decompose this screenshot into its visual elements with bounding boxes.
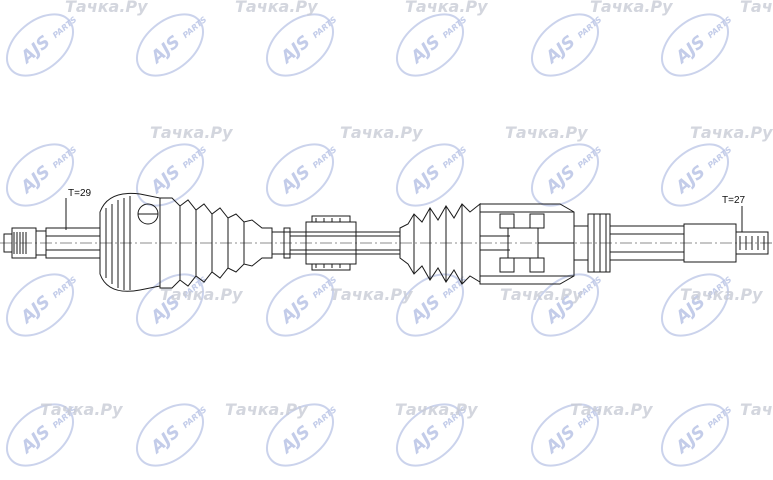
- ajs-logo-text: AJS: [16, 422, 55, 459]
- site-watermark: Тачка.Ру: [590, 0, 673, 16]
- ajs-logo-text: AJS: [276, 292, 315, 329]
- site-watermark: Тачка.Ру: [150, 123, 233, 142]
- ajs-logo-subtext: PARTS: [181, 145, 209, 170]
- ajs-logo-text: AJS: [276, 162, 315, 199]
- ajs-logo-subtext: PARTS: [441, 275, 469, 300]
- ajs-logo-text: AJS: [541, 32, 580, 69]
- site-watermark: Тачка.Ру: [395, 400, 478, 419]
- site-watermark: Тачка.Ру: [40, 400, 123, 419]
- site-watermark: Тачка.Ру: [500, 285, 583, 304]
- ajs-logo-text: AJS: [146, 162, 185, 199]
- ajs-logo-subtext: PARTS: [576, 15, 604, 40]
- inner-tripod-joint: [479, 203, 575, 285]
- right-spline-label: T=27: [722, 195, 746, 206]
- ajs-logo-subtext: PARTS: [51, 15, 79, 40]
- site-watermark: Тачка.Ру: [740, 400, 773, 419]
- ajs-logo-subtext: PARTS: [51, 275, 79, 300]
- ajs-logo-text: AJS: [16, 32, 55, 69]
- site-watermark: Тачка.Ру: [690, 123, 773, 142]
- ajs-logo-subtext: PARTS: [181, 405, 209, 430]
- ajs-logo-text: AJS: [146, 32, 185, 69]
- ajs-logo-text: AJS: [16, 162, 55, 199]
- site-watermark: Тачка.Ру: [680, 285, 763, 304]
- left-spline-label: T=29: [68, 188, 92, 199]
- ajs-logo-subtext: PARTS: [311, 15, 339, 40]
- ajs-logo-subtext: PARTS: [706, 405, 734, 430]
- drive-shaft: [0, 192, 773, 292]
- ajs-logo-subtext: PARTS: [311, 145, 339, 170]
- ajs-logo-text: AJS: [406, 162, 445, 199]
- inner-boot: [399, 202, 481, 285]
- ajs-logo-text: AJS: [406, 32, 445, 69]
- outer-cv-joint: [99, 192, 161, 292]
- site-watermark: Тачка.Ру: [340, 123, 423, 142]
- ajs-logo-subtext: PARTS: [576, 145, 604, 170]
- ajs-logo-subtext: PARTS: [706, 145, 734, 170]
- ajs-logo-subtext: PARTS: [181, 15, 209, 40]
- ajs-logo-subtext: PARTS: [441, 15, 469, 40]
- site-watermark: Тачка.Ру: [235, 0, 318, 16]
- ajs-logo-text: AJS: [671, 162, 710, 199]
- site-watermark: Тачка.Ру: [505, 123, 588, 142]
- ajs-logo-text: AJS: [671, 422, 710, 459]
- ajs-logo-subtext: PARTS: [51, 145, 79, 170]
- site-watermark: Тачка.Ру: [225, 400, 308, 419]
- site-watermark: Тачка.Ру: [160, 285, 243, 304]
- site-watermark: Тачка.Ру: [330, 285, 413, 304]
- ajs-logo-text: AJS: [406, 422, 445, 459]
- ajs-logo-text: AJS: [146, 422, 185, 459]
- site-watermark: Тачка.Ру: [405, 0, 488, 16]
- site-watermark: Тачка.Ру: [65, 0, 148, 16]
- ajs-logo-text: AJS: [16, 292, 55, 329]
- ajs-logo-text: AJS: [276, 422, 315, 459]
- ajs-logo-subtext: PARTS: [706, 15, 734, 40]
- main-shaft: [272, 227, 400, 259]
- ajs-logo-text: AJS: [671, 32, 710, 69]
- site-watermark: Тачка.Ру: [570, 400, 653, 419]
- ajs-logo-text: AJS: [541, 162, 580, 199]
- ajs-logo-subtext: PARTS: [311, 405, 339, 430]
- ajs-logo-text: AJS: [541, 422, 580, 459]
- ajs-logo-text: AJS: [276, 32, 315, 69]
- site-watermark: Тачка.Ру: [740, 0, 773, 16]
- ajs-logo-subtext: PARTS: [441, 145, 469, 170]
